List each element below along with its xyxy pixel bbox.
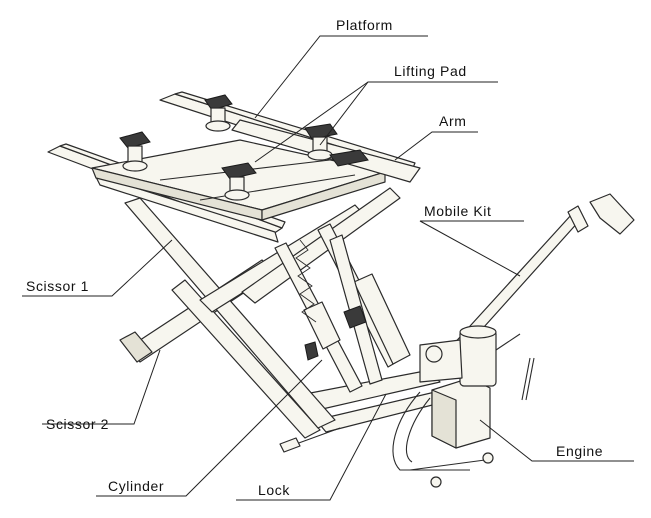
scissor-2-label: Scissor 2 (46, 416, 109, 432)
engine-label: Engine (556, 443, 603, 459)
scissor-lift-drawing (47, 91, 635, 488)
wheel-icon (482, 452, 494, 464)
scissor-1-label: Scissor 1 (26, 278, 89, 294)
arm-label: Arm (439, 113, 466, 129)
cylinder-label: Cylinder (108, 478, 164, 494)
base-frame (299, 369, 461, 433)
platform-label: Platform (336, 17, 393, 33)
lifting-pad-icon (221, 162, 257, 201)
leader-lines (22, 35, 634, 501)
lifting-pad-icon (204, 94, 233, 132)
lifting-pad-label: Lifting Pad (394, 63, 467, 79)
lock-rod (279, 427, 341, 453)
mobile-kit-label: Mobile Kit (424, 203, 491, 219)
wheel-icon (430, 476, 442, 488)
pump-engine-icon (419, 325, 521, 449)
lock-label: Lock (258, 482, 290, 498)
scissor-2-arms (119, 259, 321, 439)
hydraulic-cylinders (274, 223, 411, 393)
labels: Platform Lifting Pad Arm Mobile Kit Scis… (26, 17, 603, 498)
lifting-pads (119, 94, 369, 201)
lifting-pad-icon (119, 131, 151, 172)
